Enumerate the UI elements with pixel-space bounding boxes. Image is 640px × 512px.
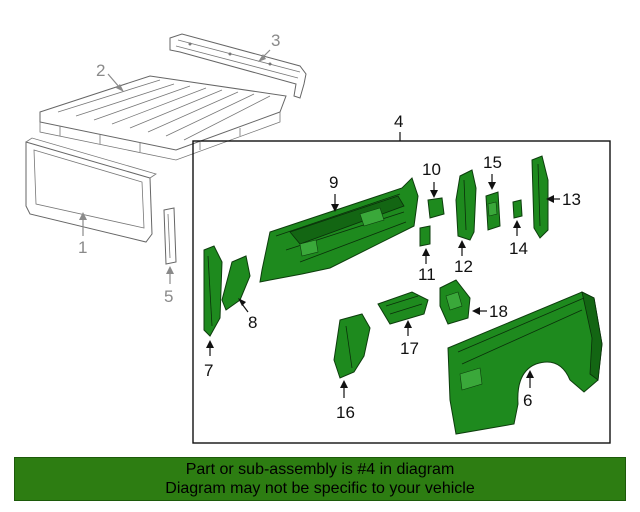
footer-line-2: Diagram may not be specific to your vehi… xyxy=(165,480,475,497)
callout-9: 9 xyxy=(329,173,338,192)
part-8-bracket[interactable] xyxy=(221,255,251,311)
part-7-front-pillar[interactable] xyxy=(203,245,223,337)
callout-4: 4 xyxy=(394,112,403,131)
part-16-wheelhouse-inner[interactable] xyxy=(333,313,371,379)
callout-14: 14 xyxy=(509,239,528,258)
callout-7: 7 xyxy=(204,361,213,380)
callout-10: 10 xyxy=(422,160,441,179)
callout-2: 2 xyxy=(96,61,105,80)
assembly-4-box xyxy=(192,140,611,444)
part-5-corner-strip[interactable] xyxy=(163,207,177,265)
part-10-bracket[interactable] xyxy=(427,197,445,219)
callout-11: 11 xyxy=(418,265,436,284)
part-9-inner-side-panel[interactable] xyxy=(259,177,419,283)
callout-16: 16 xyxy=(336,403,355,422)
part-14-tab[interactable] xyxy=(512,199,523,219)
callout-17: 17 xyxy=(400,339,419,358)
callout-13: 13 xyxy=(562,190,581,209)
part-18-wheelhouse-bracket[interactable] xyxy=(439,279,471,325)
callout-1: 1 xyxy=(78,238,87,257)
part-6-outer-side-panel[interactable] xyxy=(447,291,603,435)
footer-line-1: Part or sub-assembly is #4 in diagram xyxy=(185,461,455,478)
footer-banner: Part or sub-assembly is #4 in diagram Di… xyxy=(14,457,626,501)
part-17-liner[interactable] xyxy=(377,291,429,325)
parts-diagram: 3 2 1 5 4 9 10 xyxy=(25,31,611,444)
part-12-pillar[interactable] xyxy=(455,169,477,241)
callout-6: 6 xyxy=(523,391,532,410)
part-11-plate[interactable] xyxy=(419,225,431,247)
callout-8: 8 xyxy=(248,313,257,332)
callout-12: 12 xyxy=(454,257,473,276)
callout-18: 18 xyxy=(489,302,508,321)
callout-5: 5 xyxy=(164,287,173,306)
callout-15: 15 xyxy=(483,153,502,172)
part-15-bracket[interactable] xyxy=(485,191,501,231)
part-13-rear-pillar[interactable] xyxy=(531,155,549,239)
part-3-header-rail[interactable] xyxy=(169,33,307,99)
part-1-front-panel[interactable] xyxy=(25,137,157,243)
part-2-bed-floor[interactable] xyxy=(39,75,287,161)
callout-3: 3 xyxy=(271,31,280,50)
